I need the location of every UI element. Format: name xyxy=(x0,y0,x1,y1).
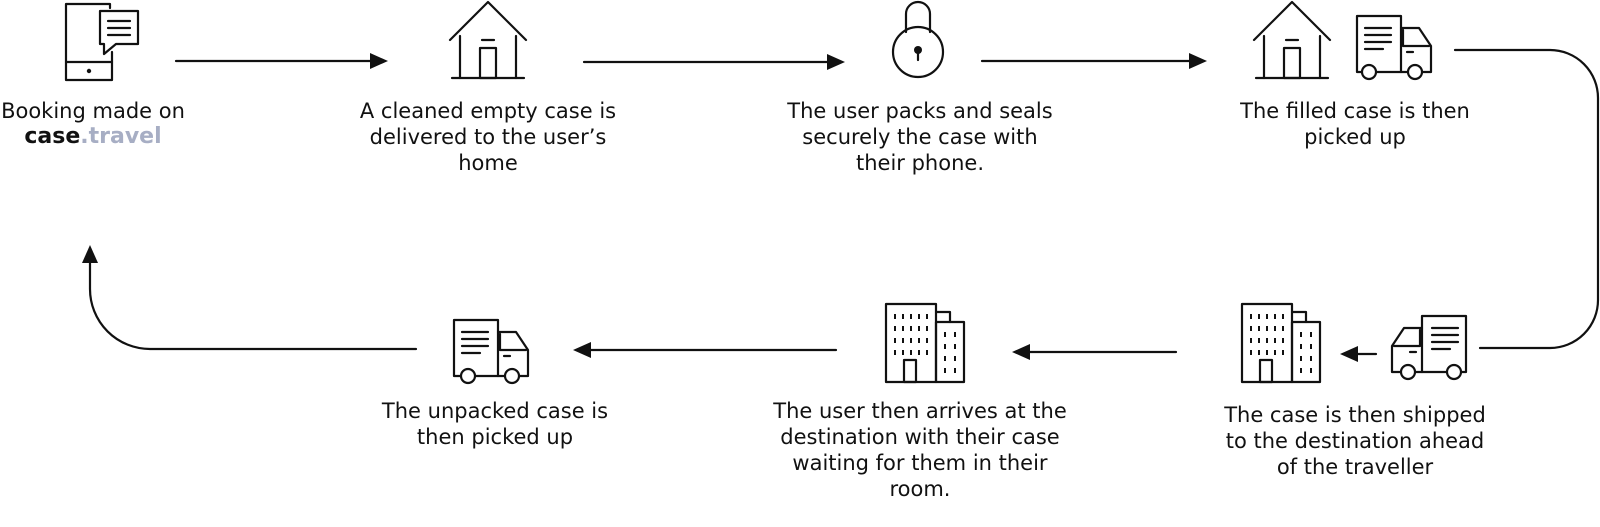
step-label-pickup: The filled case is then picked up xyxy=(1200,98,1510,150)
house-icon xyxy=(1252,0,1332,80)
arrow-3-to-4 xyxy=(980,53,1207,69)
step-label-line: The filled case is then xyxy=(1240,99,1470,123)
step-label-line: of the traveller xyxy=(1276,455,1434,479)
building-icon xyxy=(1240,302,1322,384)
step-label-arrival: The user then arrives at the destination… xyxy=(750,398,1090,502)
step-label-seal: The user packs and seals securely the ca… xyxy=(770,98,1070,176)
step-label-line: waiting for them in their xyxy=(792,451,1048,475)
step-label-line: to the destination ahead xyxy=(1225,429,1485,453)
arrow-truck-to-building xyxy=(1340,346,1378,362)
step-label-line: then picked up xyxy=(416,425,574,449)
truck-icon xyxy=(1355,14,1433,81)
step-label-line: destination with their case xyxy=(780,425,1060,449)
step-label-line: securely the case with xyxy=(802,125,1038,149)
step-label-line: room. xyxy=(889,477,951,501)
step-label-line: The user packs and seals xyxy=(787,99,1053,123)
brand-logo: case.travel xyxy=(0,124,186,150)
house-icon xyxy=(448,0,528,80)
arrow-5-to-6 xyxy=(1012,344,1178,360)
padlock-icon xyxy=(891,0,945,79)
arrow-6-to-7 xyxy=(573,342,838,358)
building-truck-icon xyxy=(1240,302,1468,384)
step-label-delivery: A cleaned empty case is delivered to the… xyxy=(340,98,636,176)
step-label-line: home xyxy=(458,151,518,175)
truck-icon xyxy=(452,318,530,385)
truck-icon xyxy=(1390,314,1468,381)
building-icon xyxy=(884,302,966,384)
phone-chat-icon xyxy=(64,2,140,82)
step-label-line: their phone. xyxy=(856,151,984,175)
arrow-7-to-1-curve xyxy=(82,245,418,351)
step-label-line: The unpacked case is xyxy=(381,399,609,423)
brand-logo-part1: case xyxy=(24,124,81,149)
step-label-line: delivered to the user’s xyxy=(369,125,607,149)
arrow-4-to-5-curve xyxy=(1453,48,1600,350)
step-label-return: The unpacked case is then picked up xyxy=(350,398,640,450)
step-label-line: The user then arrives at the xyxy=(773,399,1067,423)
step-label-shipping: The case is then shipped to the destinat… xyxy=(1190,402,1520,480)
brand-logo-part2: .travel xyxy=(80,124,162,149)
arrow-1-to-2 xyxy=(174,53,388,69)
step-label-booking: Booking made on case.travel xyxy=(0,98,186,150)
step-label-line: picked up xyxy=(1304,125,1406,149)
step-label-line: The case is then shipped xyxy=(1224,403,1486,427)
step-label-line: Booking made on xyxy=(1,99,185,123)
arrow-2-to-3 xyxy=(582,54,845,70)
step-label-line: A cleaned empty case is xyxy=(359,99,617,123)
house-truck-icon xyxy=(1252,0,1433,81)
